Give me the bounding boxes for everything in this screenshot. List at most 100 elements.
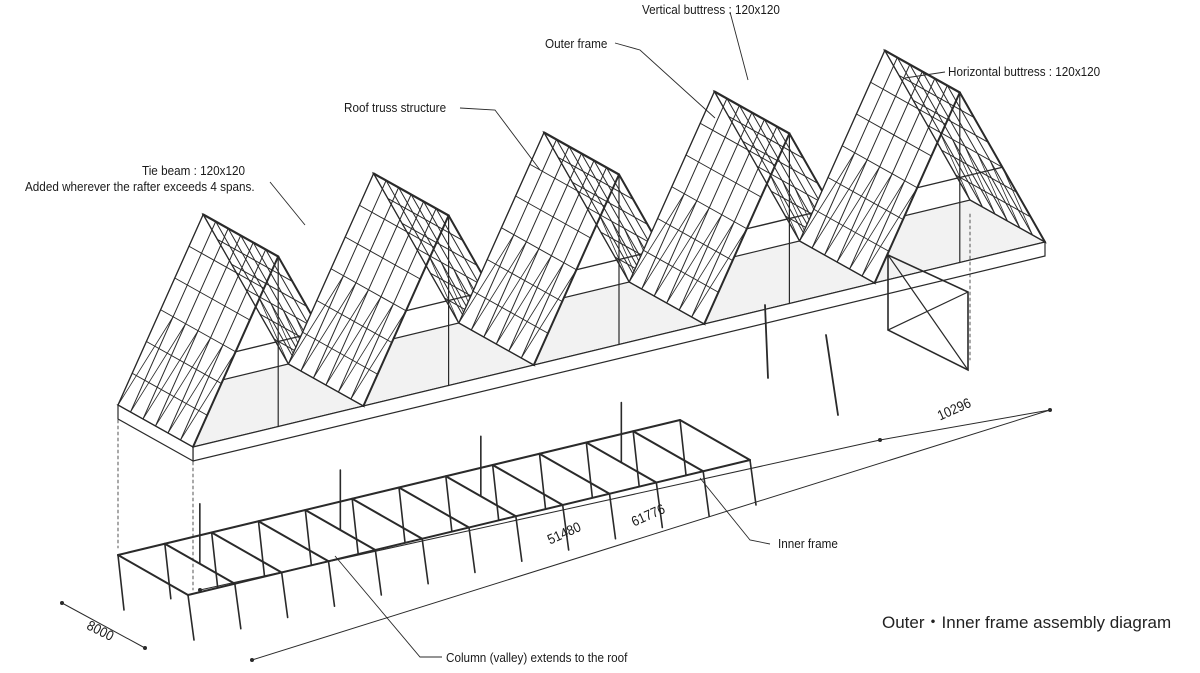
inner-column — [515, 515, 523, 563]
loose-column — [764, 304, 769, 379]
inner-column — [280, 571, 289, 619]
inner-column — [327, 560, 336, 608]
leader-line — [729, 11, 749, 81]
label-inner-frame: Inner frame — [778, 536, 838, 551]
inner-long-beam — [117, 419, 681, 556]
inner-column — [398, 486, 406, 544]
dimension-tick — [250, 658, 254, 662]
purlin — [557, 156, 634, 200]
outer-frame-group — [116, 48, 1047, 463]
brace — [678, 221, 735, 311]
inner-column — [538, 452, 547, 510]
dimension-line-end — [879, 409, 1051, 441]
brace — [155, 337, 212, 427]
leader-line — [459, 107, 541, 171]
brace — [428, 254, 460, 324]
inner-cross-beam — [679, 419, 751, 461]
inner-cross-beam — [632, 430, 705, 473]
purlin — [216, 238, 293, 282]
roof-bay-5 — [798, 48, 1047, 284]
dimension-tick — [198, 588, 202, 592]
brace — [824, 166, 881, 256]
brace — [666, 214, 723, 304]
purlin — [728, 115, 805, 159]
inner-column — [117, 554, 125, 611]
brace — [257, 295, 289, 365]
ridge-beam — [542, 131, 621, 176]
brace — [180, 351, 237, 441]
brace — [799, 152, 856, 242]
ridge-beam — [713, 90, 791, 135]
dimension-tick — [1048, 408, 1052, 412]
brace — [653, 207, 710, 297]
leader-line — [334, 555, 442, 658]
label-column-valley: Column (valley) extends to the roof — [446, 650, 628, 665]
brace — [520, 269, 577, 359]
inner-column — [608, 492, 617, 540]
leader-lines — [269, 11, 946, 658]
inner-column — [491, 464, 500, 521]
label-tie-beam: Tie beam : 120x120 — [142, 163, 245, 178]
inner-column — [421, 537, 429, 585]
inner-cross-beam — [491, 464, 564, 506]
dimension-tick — [60, 601, 64, 605]
leader-line — [699, 477, 771, 545]
brace — [769, 172, 800, 242]
brace — [1002, 166, 1033, 236]
brace — [325, 296, 382, 386]
brace — [849, 180, 906, 270]
dimension-lines — [60, 408, 1052, 662]
end-frame-pieces — [764, 253, 969, 416]
ridge-beam — [372, 172, 450, 217]
inner-column — [468, 526, 476, 574]
brace — [508, 262, 565, 352]
inner-cross-beam — [117, 554, 189, 596]
brace — [300, 282, 357, 372]
inner-column — [351, 497, 359, 555]
dimension-tick — [143, 646, 147, 650]
inner-column — [187, 594, 195, 641]
end-frame-brace — [887, 291, 969, 331]
purlin — [358, 204, 435, 248]
leader-line — [269, 181, 306, 226]
brace — [964, 145, 996, 215]
inner-frame-group — [117, 401, 757, 641]
brace — [952, 138, 983, 208]
brace — [691, 228, 748, 318]
brace — [811, 159, 868, 249]
brace — [312, 289, 369, 379]
inner-column — [679, 419, 687, 476]
inner-cross-beam — [351, 497, 424, 540]
inner-column — [210, 531, 219, 589]
brace — [117, 316, 174, 406]
diagram-caption: Outer・Inner frame assembly diagram — [882, 613, 1172, 632]
inner-column — [257, 520, 266, 578]
purlin — [529, 163, 606, 207]
brace — [641, 200, 698, 290]
purlin — [870, 81, 947, 125]
label-vertical-buttress: Vertical buttress : 120x120 — [642, 2, 780, 17]
brace — [287, 275, 344, 365]
inner-column — [234, 582, 242, 630]
ridge-beam — [883, 49, 961, 94]
inner-long-beam — [187, 459, 751, 596]
inner-column — [164, 542, 172, 600]
brace — [989, 159, 1021, 229]
end-frame-brace — [887, 254, 969, 371]
inner-column — [749, 459, 757, 506]
label-roof-truss: Roof truss structure — [344, 100, 447, 115]
label-outer-frame: Outer frame — [545, 36, 608, 51]
label-tie-beam-note: Added wherever the rafter exceeds 4 span… — [25, 179, 255, 194]
brace — [861, 187, 918, 277]
brace — [142, 330, 199, 420]
brace — [337, 303, 394, 393]
projection-lines — [117, 213, 971, 591]
loose-column — [825, 334, 839, 416]
inner-cross-beam — [210, 531, 283, 574]
brace — [628, 193, 685, 283]
brace — [130, 323, 187, 413]
leader-line — [904, 71, 946, 79]
purlin — [188, 245, 265, 289]
